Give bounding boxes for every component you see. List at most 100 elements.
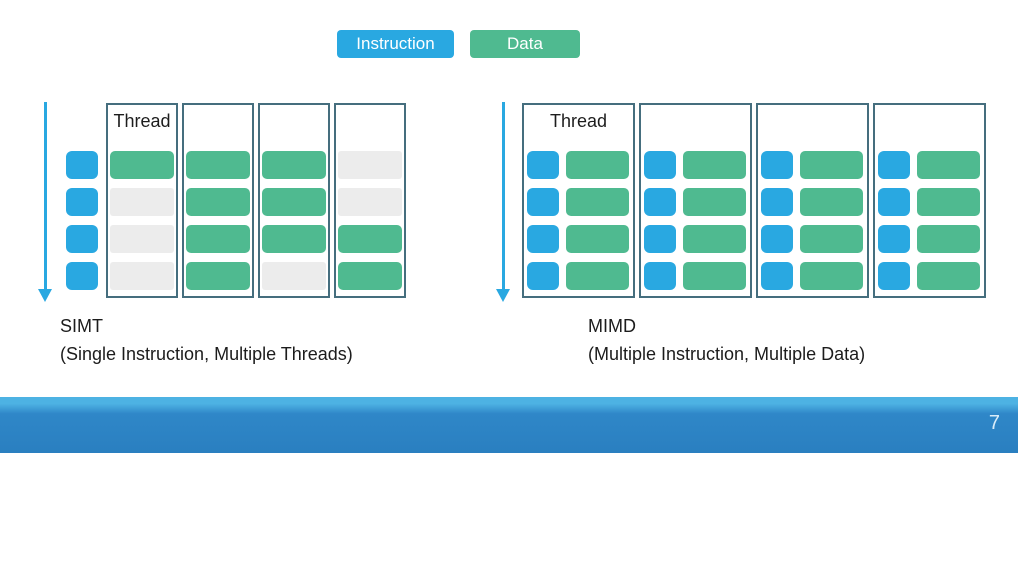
- idle-slot: [338, 151, 402, 179]
- instruction-block: [878, 262, 910, 290]
- mimd-subtitle: (Multiple Instruction, Multiple Data): [588, 344, 866, 364]
- data-block: [566, 262, 629, 290]
- data-block: [917, 188, 980, 216]
- data-block: [800, 262, 863, 290]
- idle-slot: [338, 188, 402, 216]
- data-block: [800, 188, 863, 216]
- simt-thread-column: [334, 103, 406, 298]
- data-block: [186, 188, 250, 216]
- instruction-block: [878, 188, 910, 216]
- data-block: [338, 262, 402, 290]
- arrow-head: [496, 289, 510, 302]
- mimd-row: [761, 151, 863, 179]
- arrow-shaft: [43, 102, 47, 290]
- data-block: [186, 262, 250, 290]
- simt-caption: SIMT (Single Instruction, Multiple Threa…: [60, 312, 353, 368]
- data-block: [917, 151, 980, 179]
- thread-column-header: [875, 105, 984, 151]
- instruction-block: [527, 188, 559, 216]
- idle-slot: [110, 225, 174, 253]
- simt-thread-column: [258, 103, 330, 298]
- instruction-block: [761, 151, 793, 179]
- data-block: [186, 225, 250, 253]
- instruction-block: [761, 225, 793, 253]
- thread-column-header: Thread: [549, 111, 608, 131]
- data-block: [683, 262, 746, 290]
- mimd-caption: MIMD (Multiple Instruction, Multiple Dat…: [588, 312, 865, 368]
- thread-column-header: [260, 105, 328, 151]
- instruction-block: [878, 151, 910, 179]
- data-block: [566, 151, 629, 179]
- instruction-block: [761, 188, 793, 216]
- data-block: [800, 151, 863, 179]
- instruction-block: [527, 225, 559, 253]
- mimd-row: [644, 151, 746, 179]
- legend-instruction-chip: Instruction: [337, 30, 454, 58]
- instruction-block: [878, 225, 910, 253]
- arrow-head: [38, 289, 52, 302]
- idle-slot: [110, 188, 174, 216]
- mimd-row: [644, 188, 746, 216]
- mimd-row: [527, 188, 629, 216]
- mimd-thread-column: [639, 103, 752, 298]
- data-block: [917, 262, 980, 290]
- mimd-row: [878, 262, 980, 290]
- data-block: [683, 151, 746, 179]
- instruction-block: [66, 225, 98, 253]
- instruction-block: [527, 151, 559, 179]
- simt-thread-column: [182, 103, 254, 298]
- thread-column-header: [336, 105, 404, 151]
- data-block: [262, 188, 326, 216]
- data-block: [566, 225, 629, 253]
- mimd-title: MIMD: [588, 316, 636, 336]
- instruction-block: [66, 151, 98, 179]
- instruction-block: [644, 225, 676, 253]
- data-block: [917, 225, 980, 253]
- instruction-block: [644, 262, 676, 290]
- page-number: 7: [988, 412, 1000, 434]
- idle-slot: [262, 262, 326, 290]
- instruction-block: [66, 188, 98, 216]
- thread-column-header: [641, 105, 750, 151]
- data-block: [186, 151, 250, 179]
- data-block: [262, 151, 326, 179]
- simt-subtitle: (Single Instruction, Multiple Threads): [60, 344, 353, 364]
- thread-column-header: Thread: [113, 111, 171, 131]
- mimd-thread-column: [756, 103, 869, 298]
- mimd-row: [761, 262, 863, 290]
- mimd-row: [527, 151, 629, 179]
- data-block: [566, 188, 629, 216]
- instruction-block: [644, 151, 676, 179]
- footer-bar: 7: [0, 397, 1018, 453]
- mimd-thread-column: [873, 103, 986, 298]
- mimd-row: [878, 188, 980, 216]
- mimd-row: [527, 262, 629, 290]
- instruction-block: [66, 262, 98, 290]
- data-block: [338, 225, 402, 253]
- idle-slot: [110, 262, 174, 290]
- instruction-block: [527, 262, 559, 290]
- mimd-row: [761, 188, 863, 216]
- mimd-row: [878, 151, 980, 179]
- data-block: [800, 225, 863, 253]
- data-block: [110, 151, 174, 179]
- instruction-block: [761, 262, 793, 290]
- mimd-down-arrow-icon: [496, 102, 510, 302]
- simt-down-arrow-icon: [38, 102, 52, 302]
- thread-column-header: [184, 105, 252, 151]
- mimd-row: [527, 225, 629, 253]
- legend-data-chip: Data: [470, 30, 580, 58]
- data-block: [262, 225, 326, 253]
- mimd-row: [644, 225, 746, 253]
- data-block: [683, 188, 746, 216]
- mimd-thread-column: Thread: [522, 103, 635, 298]
- instruction-block: [644, 188, 676, 216]
- mimd-row: [878, 225, 980, 253]
- simt-thread-column: Thread: [106, 103, 178, 298]
- mimd-row: [761, 225, 863, 253]
- simt-title: SIMT: [60, 316, 103, 336]
- thread-column-header: [758, 105, 867, 151]
- arrow-shaft: [501, 102, 505, 290]
- data-block: [683, 225, 746, 253]
